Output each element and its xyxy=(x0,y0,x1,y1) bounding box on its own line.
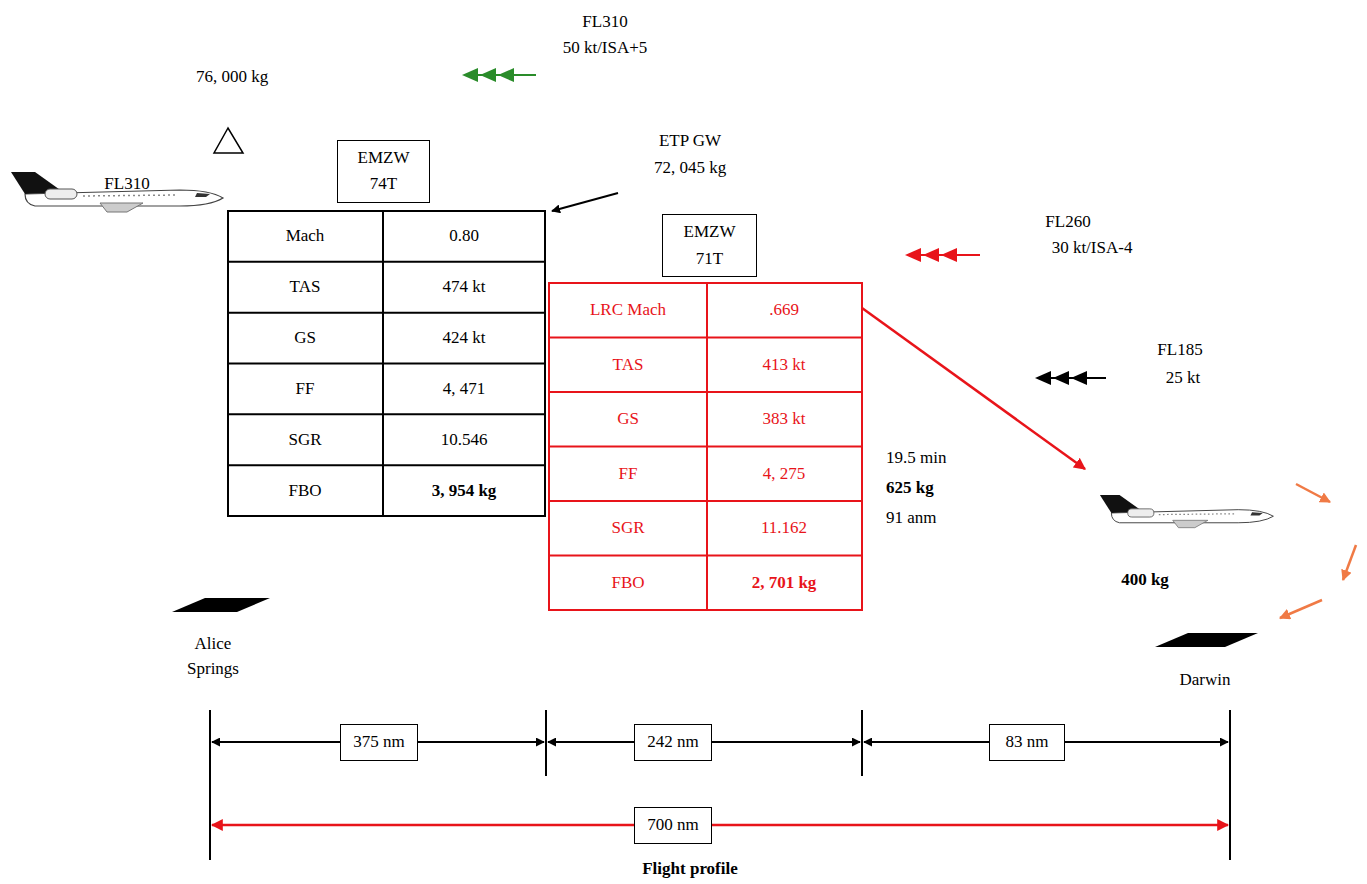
etp-weight-label: 72, 045 kg xyxy=(654,158,726,178)
table-cell: FBO xyxy=(611,573,644,593)
airport-name: Alice Springs xyxy=(178,632,248,681)
distance-box: 375 nm xyxy=(340,724,418,761)
runway-darwin xyxy=(1155,633,1258,647)
descent-arrow xyxy=(862,308,1085,469)
flight-level-label: FL310 xyxy=(582,12,627,32)
flight-level-label: FL185 xyxy=(1157,340,1202,360)
table-cell: FF xyxy=(296,379,315,399)
runway-alice-springs xyxy=(172,598,270,612)
approach-fuel: 400 kg xyxy=(1121,570,1169,590)
wind-label: 50 kt/ISA+5 xyxy=(563,38,648,58)
caption: Flight profile xyxy=(642,859,738,879)
table-cell: Mach xyxy=(286,226,325,246)
flight-level-label: FL310 xyxy=(104,174,149,194)
box-text: 242 nm xyxy=(647,729,698,755)
airport-name: Darwin xyxy=(1180,670,1231,690)
wind-label: 30 kt/ISA-4 xyxy=(1052,238,1133,258)
etp-label: ETP GW xyxy=(659,131,721,151)
box-text: 83 nm xyxy=(1006,729,1049,755)
table-cell: 383 kt xyxy=(763,409,806,429)
distance-box: 242 nm xyxy=(634,724,712,761)
box-text: EMZW 71T xyxy=(674,219,746,272)
weight-label: 76, 000 kg xyxy=(196,67,268,87)
table-cell: TAS xyxy=(613,355,644,375)
wind-label: 25 kt xyxy=(1166,368,1200,388)
airplane-right xyxy=(1100,495,1273,528)
cruise-table-grid xyxy=(228,211,545,516)
table-cell: 11.162 xyxy=(761,518,807,538)
table-cell: 4, 275 xyxy=(763,464,806,484)
approach-arrows xyxy=(1280,484,1356,618)
table-cell: TAS xyxy=(290,277,321,297)
table-cell: 413 kt xyxy=(763,355,806,375)
table-cell: 474 kt xyxy=(443,277,486,297)
aircraft-weight-box: EMZW 71T xyxy=(662,214,757,277)
airplane-left xyxy=(11,172,223,212)
distance-box: 700 nm xyxy=(634,807,712,844)
table-cell: FF xyxy=(619,464,638,484)
table-cell: 0.80 xyxy=(449,226,479,246)
descent-time: 19.5 min xyxy=(886,448,946,468)
box-text: 700 nm xyxy=(647,812,698,838)
table-cell: 10.546 xyxy=(441,429,488,449)
table-cell: 2, 701 kg xyxy=(752,573,817,593)
wind-arrows-fl310 xyxy=(462,68,536,82)
box-text: EMZW 74T xyxy=(348,145,420,198)
wind-arrows-fl260 xyxy=(905,248,980,262)
distance-box: 83 nm xyxy=(989,724,1065,761)
table-cell: .669 xyxy=(769,300,799,320)
flight-level-label: FL260 xyxy=(1045,212,1090,232)
table-cell: SGR xyxy=(611,518,644,538)
table-cell: 3, 954 kg xyxy=(432,480,497,500)
etp-pointer xyxy=(552,193,618,211)
descent-fuel: 625 kg xyxy=(886,478,934,498)
table-cell: GS xyxy=(617,409,639,429)
table-cell: 424 kt xyxy=(443,328,486,348)
aircraft-weight-box: EMZW 74T xyxy=(337,140,430,203)
table-cell: 4, 471 xyxy=(443,379,486,399)
lrc-table-grid xyxy=(549,283,862,610)
weight-triangle xyxy=(214,128,243,153)
table-cell: SGR xyxy=(288,429,321,449)
table-cell: LRC Mach xyxy=(590,300,666,320)
wind-arrows-fl185 xyxy=(1035,371,1106,385)
descent-distance: 91 anm xyxy=(886,508,937,528)
table-cell: FBO xyxy=(288,480,321,500)
table-cell: GS xyxy=(294,328,316,348)
box-text: 375 nm xyxy=(353,729,404,755)
distance-dimensions xyxy=(210,710,1230,860)
